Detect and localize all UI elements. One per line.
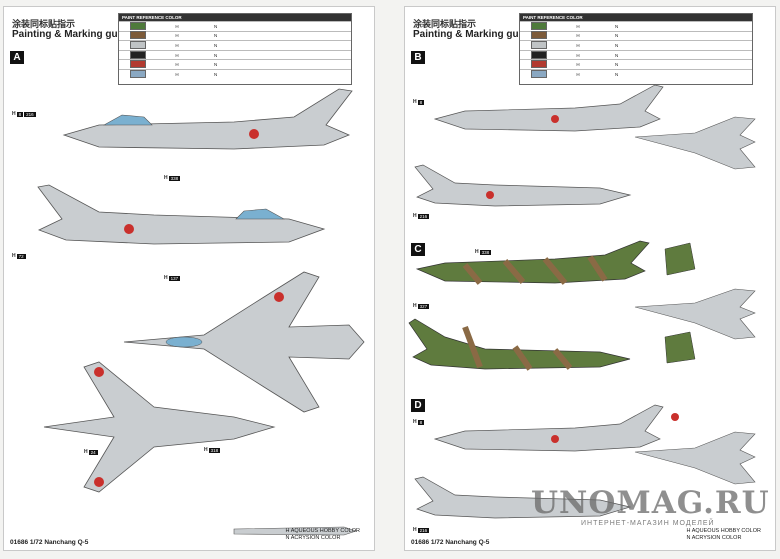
footer-model-label: 01686 1/72 Nanchang Q-5 bbox=[10, 539, 89, 546]
aircraft-side-view-1 bbox=[62, 88, 353, 150]
aircraft-bottom-view bbox=[43, 361, 276, 493]
section-label-c: C bbox=[411, 243, 425, 256]
watermark-subtitle: ИНТЕРНЕТ-МАГАЗИН МОДЕЛЕЙ bbox=[581, 520, 715, 527]
aircraft-side-view-2 bbox=[37, 184, 326, 245]
section-label-b: B bbox=[411, 51, 425, 64]
section-label-d: D bbox=[411, 399, 425, 412]
instruction-page-right: 涂装同标贴指示 Painting & Marking guide PAINT R… bbox=[404, 6, 776, 551]
color-legend: H AQUEOUS HOBBY COLOR N ACRYSION COLOR bbox=[686, 528, 761, 541]
section-label-a: A bbox=[10, 51, 24, 64]
page-title-english: Painting & Marking guide bbox=[12, 29, 133, 40]
instruction-page-left: 涂装同标贴指示 Painting & Marking guide PAINT R… bbox=[3, 6, 375, 551]
drop-tank-drawing bbox=[233, 526, 357, 536]
paint-reference-title: PAINT REFERENCE COLOR bbox=[520, 14, 752, 21]
aircraft-drawings-right bbox=[408, 84, 756, 519]
paint-reference-title: PAINT REFERENCE COLOR bbox=[119, 14, 351, 21]
color-legend: H AQUEOUS HOBBY COLOR N ACRYSION COLOR bbox=[285, 528, 360, 541]
page-title-chinese: 涂装同标贴指示 bbox=[413, 19, 477, 29]
footer-model-label: 01686 1/72 Nanchang Q-5 bbox=[411, 539, 490, 546]
aircraft-drawings-left bbox=[37, 88, 365, 536]
watermark-logo: UNOMAG.RU bbox=[531, 485, 770, 521]
page-title-english: Painting & Marking guide bbox=[413, 29, 534, 40]
page-title-chinese: 涂装同标贴指示 bbox=[12, 19, 76, 29]
aircraft-top-view bbox=[123, 271, 365, 413]
